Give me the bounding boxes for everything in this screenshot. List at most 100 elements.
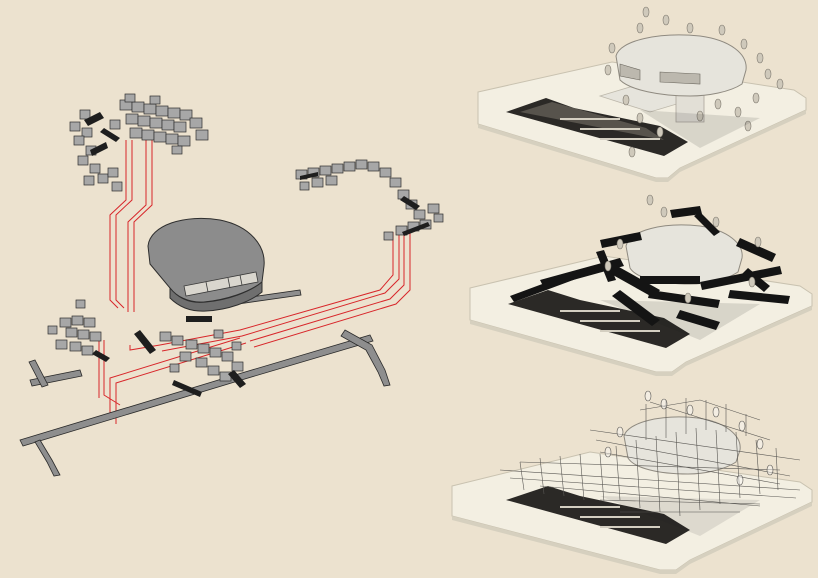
ring-disc-icon [766, 464, 774, 476]
plate-edge [470, 306, 812, 376]
mass-bar [694, 212, 720, 236]
mass-bar [640, 276, 700, 284]
tile [97, 173, 109, 184]
scaffold-rod [539, 457, 545, 495]
tile [109, 119, 121, 130]
tile [81, 127, 93, 138]
ring-disc-icon [660, 206, 668, 218]
fragment [92, 350, 110, 362]
shadow [640, 110, 760, 148]
tile [427, 203, 440, 214]
ring-disc-icon [740, 38, 748, 50]
scaffold-rod [635, 439, 641, 509]
dark-fragments-top [84, 112, 120, 156]
slab [560, 310, 620, 312]
pod-module-icon [625, 224, 743, 285]
tile [47, 325, 58, 335]
route-line [161, 232, 400, 352]
scaffold-rod [539, 485, 761, 507]
ring-disc-icon [646, 194, 654, 206]
tile [75, 299, 86, 309]
ring-discs [604, 390, 774, 486]
tile [169, 363, 180, 373]
corridor-strip [340, 329, 391, 387]
tile [89, 163, 101, 174]
slab [600, 330, 660, 332]
ring-disc-icon [608, 42, 616, 54]
ring-disc-icon [754, 236, 762, 248]
fragment [228, 370, 246, 388]
mass-bar [736, 238, 776, 262]
ring-disc-icon [604, 446, 612, 458]
ring-disc-icon [644, 390, 652, 402]
slab [580, 128, 640, 130]
ring-disc-icon [604, 260, 612, 272]
fragment [400, 196, 420, 210]
ring-disc-icon [718, 24, 726, 36]
ring-disc-icon [712, 216, 720, 228]
route-line [115, 140, 133, 309]
scaffold-lattice [499, 398, 801, 517]
tile [83, 175, 95, 186]
pit [506, 486, 690, 544]
route-line [249, 232, 405, 342]
tile [107, 167, 119, 178]
route-line [159, 232, 394, 346]
scaffold-rod [735, 431, 741, 499]
fragment [84, 112, 104, 126]
scaffold-rod [599, 453, 605, 503]
tile [195, 357, 208, 368]
route-line [127, 140, 147, 312]
tile [189, 117, 203, 129]
mass-bar [648, 290, 720, 308]
tile [331, 163, 344, 174]
ring-discs [604, 194, 762, 304]
tile [55, 339, 68, 350]
tile [171, 335, 184, 346]
ring-disc-icon [752, 92, 760, 104]
scaffold-rod [755, 439, 761, 495]
plate-edge [478, 110, 806, 182]
tile [433, 213, 444, 223]
scaffold-rod [655, 435, 661, 513]
ring-disc-icon [756, 52, 764, 64]
ring-disc-icon [712, 406, 720, 418]
mass-bar [612, 290, 660, 326]
pod-mullion [239, 274, 243, 286]
slab [560, 506, 620, 508]
stage-2-dense-mass [469, 194, 813, 376]
tile [221, 351, 234, 362]
fragment [300, 172, 318, 180]
scaffold-rod [599, 499, 761, 505]
tile [325, 175, 338, 186]
tile [149, 95, 161, 105]
ring-disc-icon [628, 146, 636, 158]
tile [185, 339, 198, 350]
tile [79, 109, 91, 120]
plate-edge [452, 502, 812, 574]
fragment [186, 316, 212, 322]
slab [580, 320, 640, 322]
mass-bar [676, 310, 720, 330]
dark-fragments-right [300, 172, 430, 236]
slab [600, 526, 660, 528]
shadow [600, 300, 760, 340]
tile-cluster-middle [47, 299, 244, 382]
tile [299, 181, 310, 191]
tile [197, 343, 210, 354]
tile [207, 365, 220, 376]
tile [367, 161, 380, 172]
corridor-strip [34, 439, 61, 477]
scaffold-rod [589, 429, 801, 461]
route-line [253, 232, 411, 348]
tile [231, 361, 244, 372]
tile [177, 135, 191, 147]
scaffold-rod [519, 461, 525, 491]
tile [355, 159, 368, 170]
tile [89, 331, 102, 342]
tile [65, 327, 78, 338]
ring-disc-icon [616, 426, 624, 438]
corridor-strip [28, 359, 49, 388]
route-line [133, 140, 153, 312]
pit [508, 290, 690, 348]
